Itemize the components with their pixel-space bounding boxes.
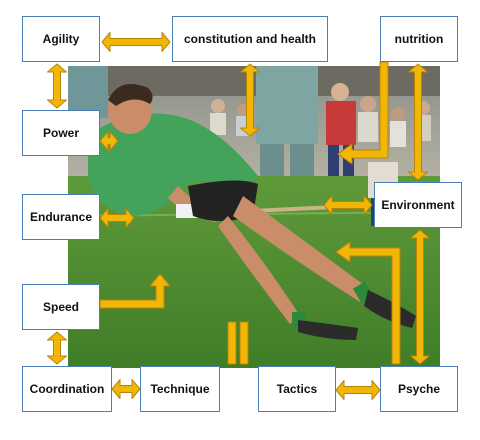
factor-technique: Technique — [140, 366, 220, 412]
arrow-nutrition-photo — [337, 61, 389, 165]
factor-tactics: Tactics — [258, 366, 336, 412]
arrow-nutrition-environment — [408, 63, 428, 181]
factor-environment: Environment — [374, 182, 462, 228]
arrow-speed-photo — [99, 273, 171, 309]
factor-nutrition: nutrition — [380, 16, 458, 62]
arrow-power-photo — [99, 131, 119, 151]
factor-power: Power — [22, 110, 100, 156]
arrow-agility-power — [47, 63, 67, 109]
factor-constitution-health: constitution and health — [172, 16, 328, 62]
factor-psyche: Psyche — [380, 366, 458, 412]
arrow-agility-constitution — [101, 32, 171, 52]
arrow-environment-photo — [323, 195, 373, 215]
arrow-environment-psyche — [410, 229, 430, 365]
arrow-coordination-technique — [111, 379, 141, 399]
athlete-photo — [68, 66, 440, 368]
arrow-psyche-photo — [335, 241, 401, 365]
factor-agility: Agility — [22, 16, 100, 62]
factor-coordination: Coordination — [22, 366, 112, 412]
arrow-speed-coordination — [47, 331, 67, 365]
arrow-tactics-psyche — [335, 380, 381, 400]
factor-speed: Speed — [22, 284, 100, 330]
factor-endurance: Endurance — [22, 194, 100, 240]
arrow-technique-photo — [227, 321, 237, 365]
arrow-tactics-photo — [239, 321, 249, 365]
arrow-constitution-photo — [240, 63, 260, 137]
arrow-endurance-photo — [99, 208, 135, 228]
